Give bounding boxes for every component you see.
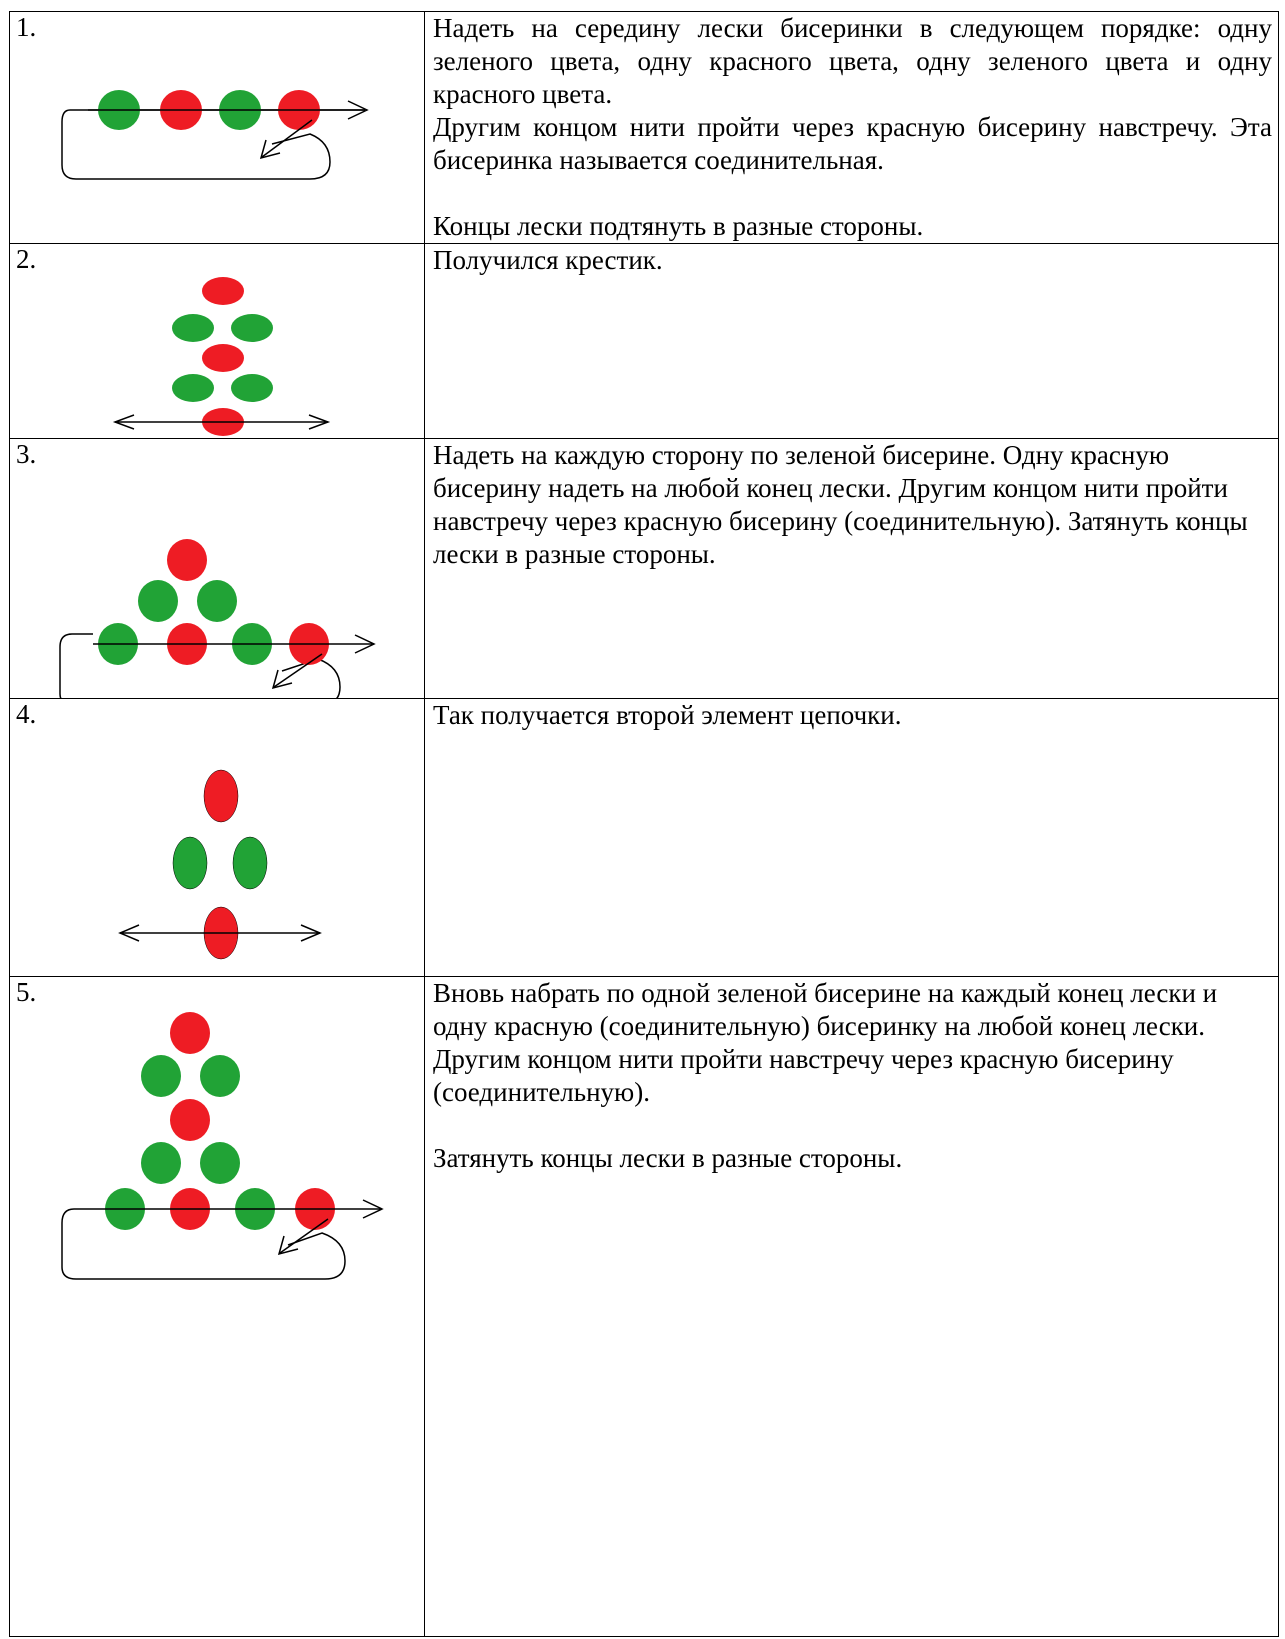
arrow-head-icon: [308, 414, 331, 430]
green-bead: [200, 1055, 240, 1097]
step-number: 5.: [16, 977, 37, 1007]
step-text: Надеть на середину лески бисеринки в сле…: [433, 13, 1272, 109]
red-bead: [170, 1099, 210, 1141]
green-bead: [141, 1055, 181, 1097]
bead-diagram-step-3: [59, 539, 376, 699]
step-text-cell: Вновь набрать по одной зеленой бисерине …: [424, 976, 1279, 1637]
step-row: 2. Получился крестик.: [9, 243, 1279, 439]
arrow-head-icon: [362, 1199, 384, 1219]
step-text: Затянуть концы лески в разные стороны.: [433, 1143, 903, 1173]
thread-loop: [61, 1208, 346, 1280]
thread-loop: [59, 633, 341, 699]
green-bead: [172, 374, 214, 402]
step-row: 3. Надеть на каждую сторону по зеленой б…: [9, 438, 1279, 699]
step-row: 1. Надеть на середину лески бисеринки в …: [9, 11, 1279, 244]
green-bead: [231, 374, 273, 402]
arrow-head-icon: [112, 414, 135, 430]
step-number: 2.: [16, 244, 37, 274]
step-text-cell: Получился крестик.: [424, 243, 1279, 439]
step-text: Надеть на каждую сторону по зеленой бисе…: [433, 440, 1248, 569]
step-text: Другим концом нити пройти через красную …: [433, 112, 1272, 175]
step-number: 1.: [16, 12, 37, 42]
step-text-cell: Надеть на середину лески бисеринки в сле…: [424, 11, 1279, 244]
red-bead: [202, 344, 244, 372]
arrow-head-icon: [271, 669, 293, 690]
step-text: Так получается второй элемент цепочки.: [433, 700, 902, 730]
red-bead: [202, 277, 244, 305]
green-bead: [172, 314, 214, 342]
bead-diagram-step-4: [118, 769, 322, 960]
green-bead: [172, 836, 208, 890]
arrow-head-icon: [118, 924, 140, 942]
arrow-head-icon: [347, 100, 369, 120]
red-bead: [167, 539, 207, 581]
step-text: Концы лески подтянуть в разные стороны.: [433, 211, 924, 241]
step-row: 5. Вновь набрать по одной зеленой б: [9, 976, 1279, 1637]
thread-through-bead: [279, 1218, 329, 1254]
step-text: Получился крестик.: [433, 245, 663, 275]
green-bead: [232, 836, 268, 890]
green-bead: [197, 580, 237, 622]
arrow-head-icon: [300, 924, 322, 942]
thread-through-bead: [273, 653, 323, 688]
step-text: Вновь набрать по одной зеленой бисерине …: [433, 978, 1218, 1107]
step-figure-cell: 4.: [9, 698, 425, 977]
step-figure-cell: 3.: [9, 438, 425, 699]
step-number: 4.: [16, 699, 37, 729]
arrow-head-icon: [354, 634, 376, 654]
instructions-table: 1. Надеть на середину лески бисеринки в …: [9, 11, 1279, 1637]
green-bead: [200, 1142, 240, 1184]
bead-diagram-step-2: [112, 277, 331, 436]
step-figure-cell: 2.: [9, 243, 425, 439]
bead-diagram-step-1: [61, 90, 369, 180]
green-bead: [231, 314, 273, 342]
step-figure-cell: 1.: [9, 11, 425, 244]
step-figure-cell: 5.: [9, 976, 425, 1637]
step-row: 4. Так получается второй элемент цепочки…: [9, 698, 1279, 977]
step-number: 3.: [16, 439, 37, 469]
arrow-head-icon: [277, 1235, 299, 1256]
red-bead: [170, 1012, 210, 1054]
step-text-cell: Надеть на каждую сторону по зеленой бисе…: [424, 438, 1279, 699]
step-text-cell: Так получается второй элемент цепочки.: [424, 698, 1279, 977]
thread-loop: [61, 109, 331, 180]
red-bead: [203, 769, 239, 823]
thread-through-bead: [261, 119, 313, 158]
arrow-head-icon: [259, 139, 281, 160]
green-bead: [138, 580, 178, 622]
bead-diagram-step-5: [61, 1012, 384, 1280]
green-bead: [141, 1142, 181, 1184]
